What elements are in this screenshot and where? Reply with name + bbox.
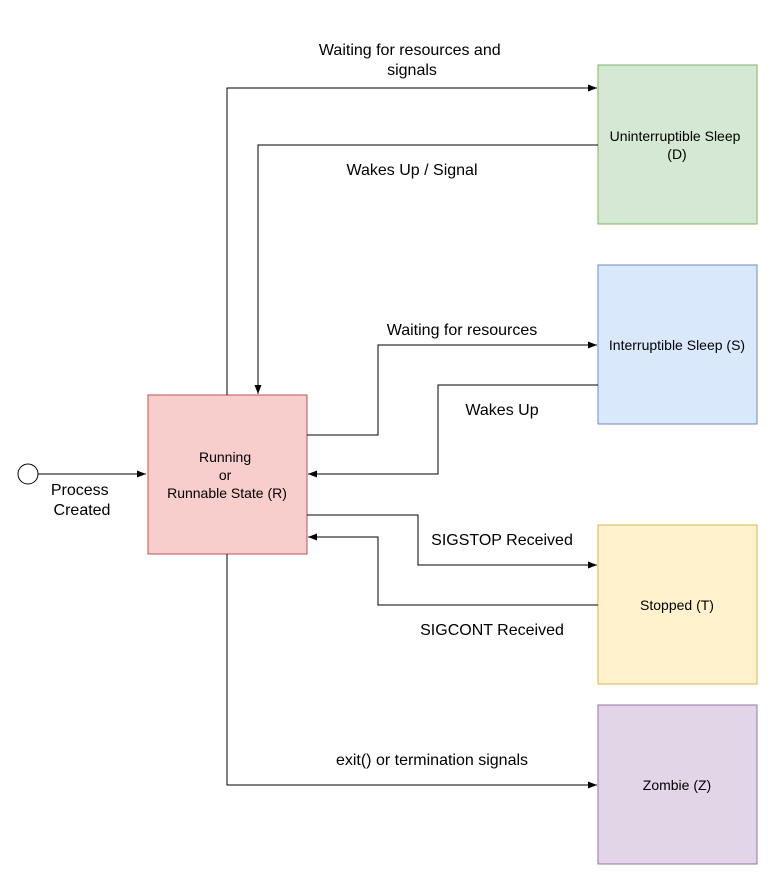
state-zombie-box [597,704,758,865]
edge-uninterruptible-to-running [254,144,598,394]
edge-stopped-to-running [308,533,598,606]
edge-label-to-stopped: SIGSTOP Received [431,532,573,549]
edge-label-to-uninterruptible: Waiting for resources and signals [319,42,505,79]
state-stopped: Stopped (T) [597,524,758,685]
state-zombie: Zombie (Z) [597,704,758,865]
edge-running-to-stopped [307,514,597,569]
edge-label-to-interruptible: Waiting for resources [387,322,538,339]
state-running: Running or Runnable State (R) [147,394,308,555]
state-uninterruptible-box [597,64,758,225]
edge-label-from-interruptible: Wakes Up [465,402,538,419]
edge-interruptible-to-running [308,384,598,478]
state-zombie-label: Zombie (Z) [643,777,711,793]
start-node [17,463,39,485]
edge-label-from-stopped: SIGCONT Received [420,622,564,639]
edge-label-to-zombie: exit() or termination signals [336,752,528,769]
state-stopped-label: Stopped (T) [640,597,714,613]
edge-running-to-zombie [226,554,597,789]
state-running-label: Running or Runnable State (R) [167,449,287,501]
edge-running-to-uninterruptible [226,84,597,395]
state-interruptible-box [597,264,758,425]
edge-label-from-uninterruptible: Wakes Up / Signal [346,162,477,179]
state-interruptible-sleep: Interruptible Sleep (S) [597,264,758,425]
start-label: Process Created [51,482,113,519]
state-uninterruptible-sleep: Uninterruptible Sleep (D) [597,64,758,225]
state-stopped-box [597,524,758,685]
state-uninterruptible-label: Uninterruptible Sleep (D) [610,128,745,162]
state-interruptible-label: Interruptible Sleep (S) [609,337,745,353]
edge-running-to-interruptible [307,341,597,436]
